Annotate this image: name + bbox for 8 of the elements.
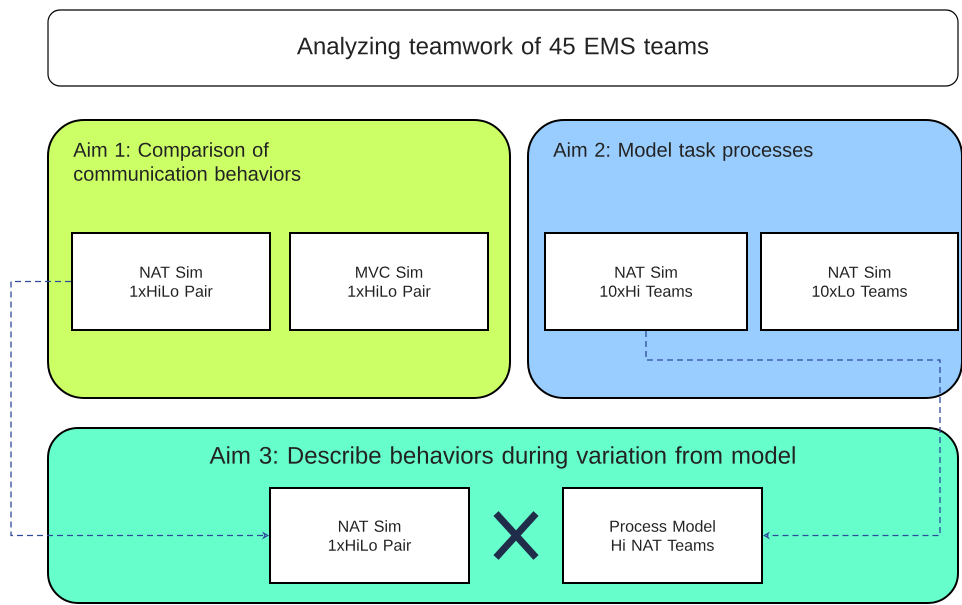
title-box: Analyzing teamwork of 45 EMS teams (47, 9, 959, 87)
study-box: NAT Sim 1xHiLo Pair (71, 232, 271, 331)
dashed-arrow (645, 331, 941, 540)
study-box: MVC Sim 1xHiLo Pair (289, 232, 489, 331)
study-box: NAT Sim 10xHi Teams (544, 232, 748, 331)
study-box: Process Model Hi NAT Teams (562, 487, 763, 584)
study-box: NAT Sim 10xLo Teams (760, 232, 959, 331)
study-box: NAT Sim 1xHiLo Pair (269, 487, 470, 584)
